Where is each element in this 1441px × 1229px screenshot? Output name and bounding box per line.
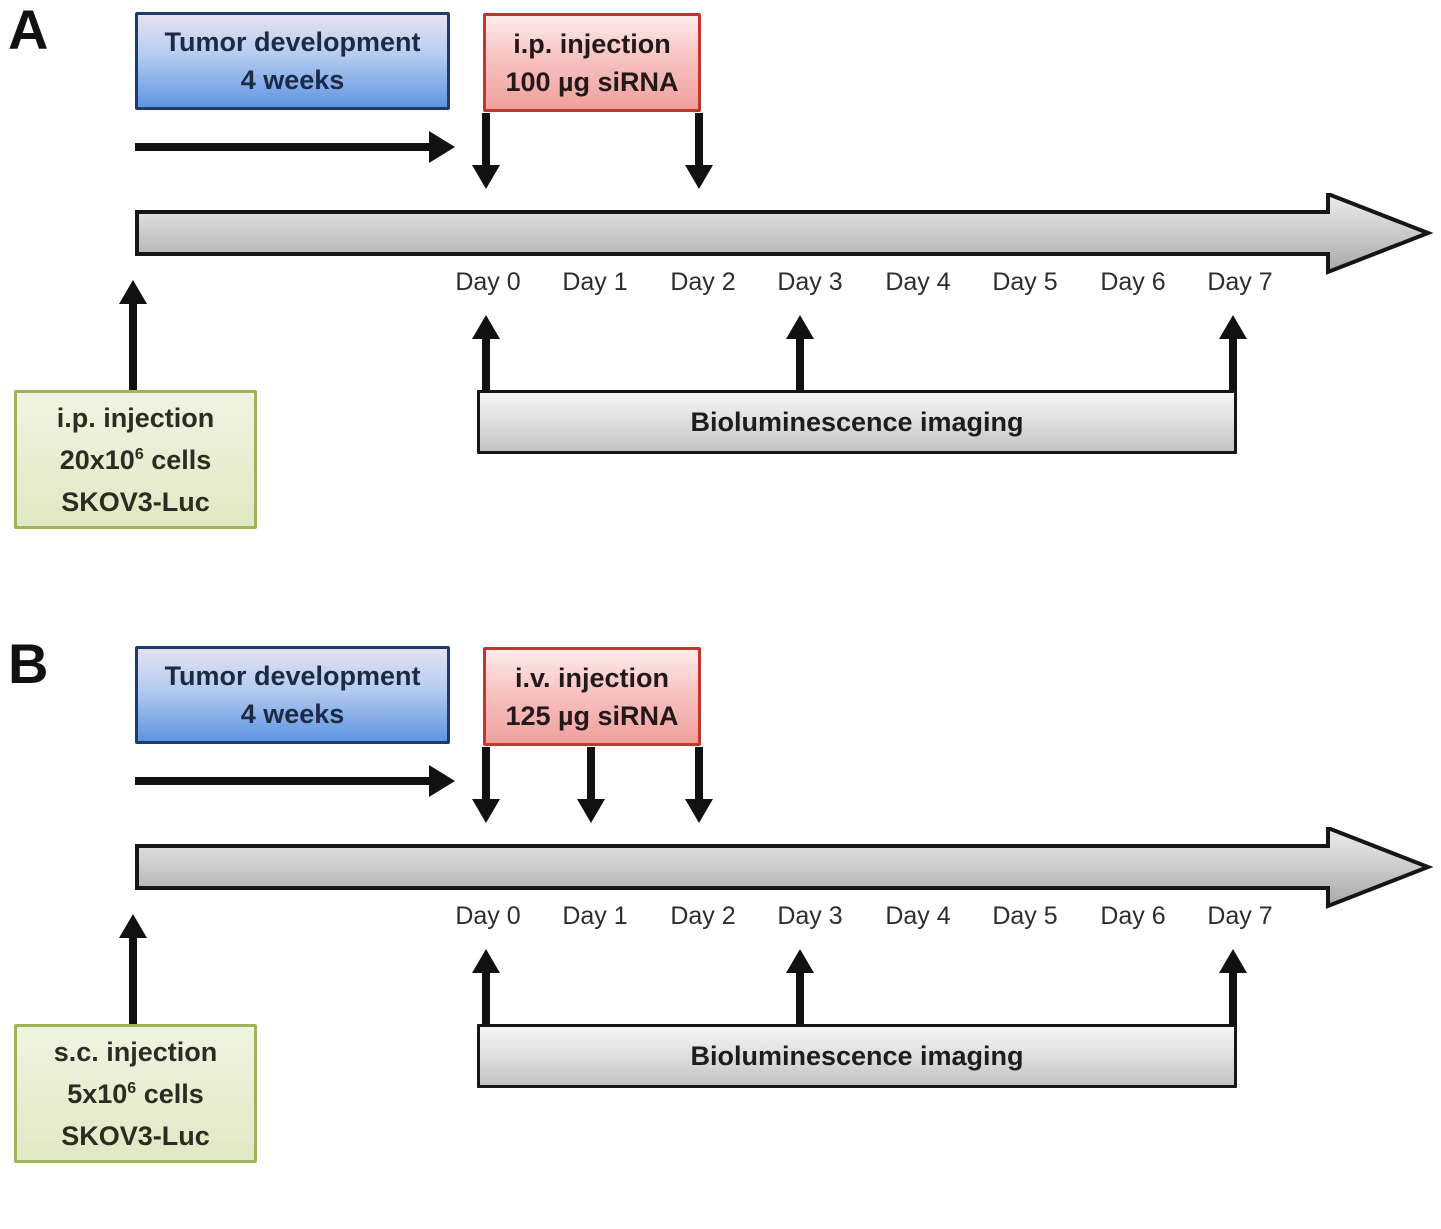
day-label: Day 3: [777, 902, 843, 930]
cell-count-unit: cells: [136, 1078, 204, 1109]
imaging-day0-arrow-icon: [472, 949, 500, 1026]
sirna-injection-day0-arrow-icon: [472, 113, 500, 189]
cell-injection-line3: SKOV3-Luc: [61, 486, 210, 517]
bioluminescence-imaging-box: Bioluminescence imaging: [477, 1024, 1237, 1088]
cell-injection-line1: s.c. injection: [53, 1036, 218, 1067]
imaging-day7-arrow-icon: [1219, 949, 1247, 1026]
tumor-development-box: Tumor development 4 weeks: [135, 12, 450, 110]
timeline-arrow: [135, 827, 1434, 909]
imaging-day0-arrow-icon: [472, 315, 500, 392]
cell-count: 20x10: [59, 444, 135, 475]
tumor-development-arrow-icon: [135, 131, 455, 163]
cell-injection-box: s.c. injection 5x106 cells SKOV3-Luc: [14, 1024, 257, 1163]
panel-label: B: [8, 632, 49, 695]
sirna-injection-line1: i.v. injection: [514, 662, 670, 693]
panel-b: B Tumor development 4 weeks i.v. injecti…: [0, 634, 1441, 1229]
bioluminescence-imaging-label: Bioluminescence imaging: [690, 407, 1024, 437]
tumor-development-box: Tumor development 4 weeks: [135, 646, 450, 744]
sirna-injection-day2-arrow-icon: [685, 113, 713, 189]
cell-injection-line2: 5x106 cells: [67, 1073, 204, 1115]
panel-a: A Tumor development 4 weeks i.p. injecti…: [0, 0, 1441, 595]
day-label: Day 7: [1207, 268, 1273, 296]
cell-count: 5x10: [67, 1078, 128, 1109]
sirna-injection-line2: 125 µg siRNA: [505, 700, 679, 731]
cell-count-exponent: 6: [134, 445, 144, 463]
cell-injection-box: i.p. injection 20x106 cells SKOV3-Luc: [14, 390, 257, 529]
day-label: Day 3: [777, 268, 843, 296]
sirna-injection-day2-arrow-icon: [685, 747, 713, 823]
cell-injection-line2: 20x106 cells: [60, 439, 212, 481]
tumor-development-arrow-icon: [135, 765, 455, 797]
cell-injection-line3: SKOV3-Luc: [61, 1120, 210, 1151]
cell-injection-arrow-icon: [119, 914, 147, 1024]
day-label: Day 0: [455, 268, 521, 296]
day-label: Day 7: [1207, 902, 1273, 930]
cell-count-unit: cells: [143, 444, 212, 475]
sirna-injection-line1: i.p. injection: [513, 28, 671, 59]
sirna-injection-box: i.v. injection 125 µg siRNA: [483, 647, 701, 746]
day-label: Day 2: [670, 902, 736, 930]
day-label: Day 1: [562, 902, 628, 930]
day-label: Day 2: [670, 268, 736, 296]
sirna-injection-box: i.p. injection 100 µg siRNA: [483, 13, 701, 112]
cell-injection-line1: i.p. injection: [56, 402, 215, 433]
sirna-injection-line2: 100 µg siRNA: [505, 66, 679, 97]
day-label: Day 4: [885, 902, 951, 930]
cell-injection-arrow-icon: [119, 280, 147, 390]
day-label: Day 6: [1100, 268, 1166, 296]
day-label: Day 6: [1100, 902, 1166, 930]
day-label: Day 0: [455, 902, 521, 930]
day-label: Day 5: [992, 902, 1058, 930]
imaging-day3-arrow-icon: [786, 315, 814, 392]
timeline-arrow: [135, 193, 1434, 275]
sirna-injection-day1-arrow-icon: [577, 747, 605, 823]
tumor-development-line2: 4 weeks: [240, 65, 345, 95]
imaging-day3-arrow-icon: [786, 949, 814, 1026]
panel-label: A: [8, 0, 49, 61]
day-label: Day 5: [992, 268, 1058, 296]
cell-count-exponent: 6: [127, 1079, 137, 1097]
sirna-injection-day0-arrow-icon: [472, 747, 500, 823]
imaging-day7-arrow-icon: [1219, 315, 1247, 392]
tumor-development-line1: Tumor development: [164, 661, 421, 691]
tumor-development-line2: 4 weeks: [240, 699, 345, 729]
bioluminescence-imaging-box: Bioluminescence imaging: [477, 390, 1237, 454]
tumor-development-line1: Tumor development: [164, 27, 421, 57]
day-label: Day 1: [562, 268, 628, 296]
day-label: Day 4: [885, 268, 951, 296]
bioluminescence-imaging-label: Bioluminescence imaging: [690, 1041, 1024, 1071]
